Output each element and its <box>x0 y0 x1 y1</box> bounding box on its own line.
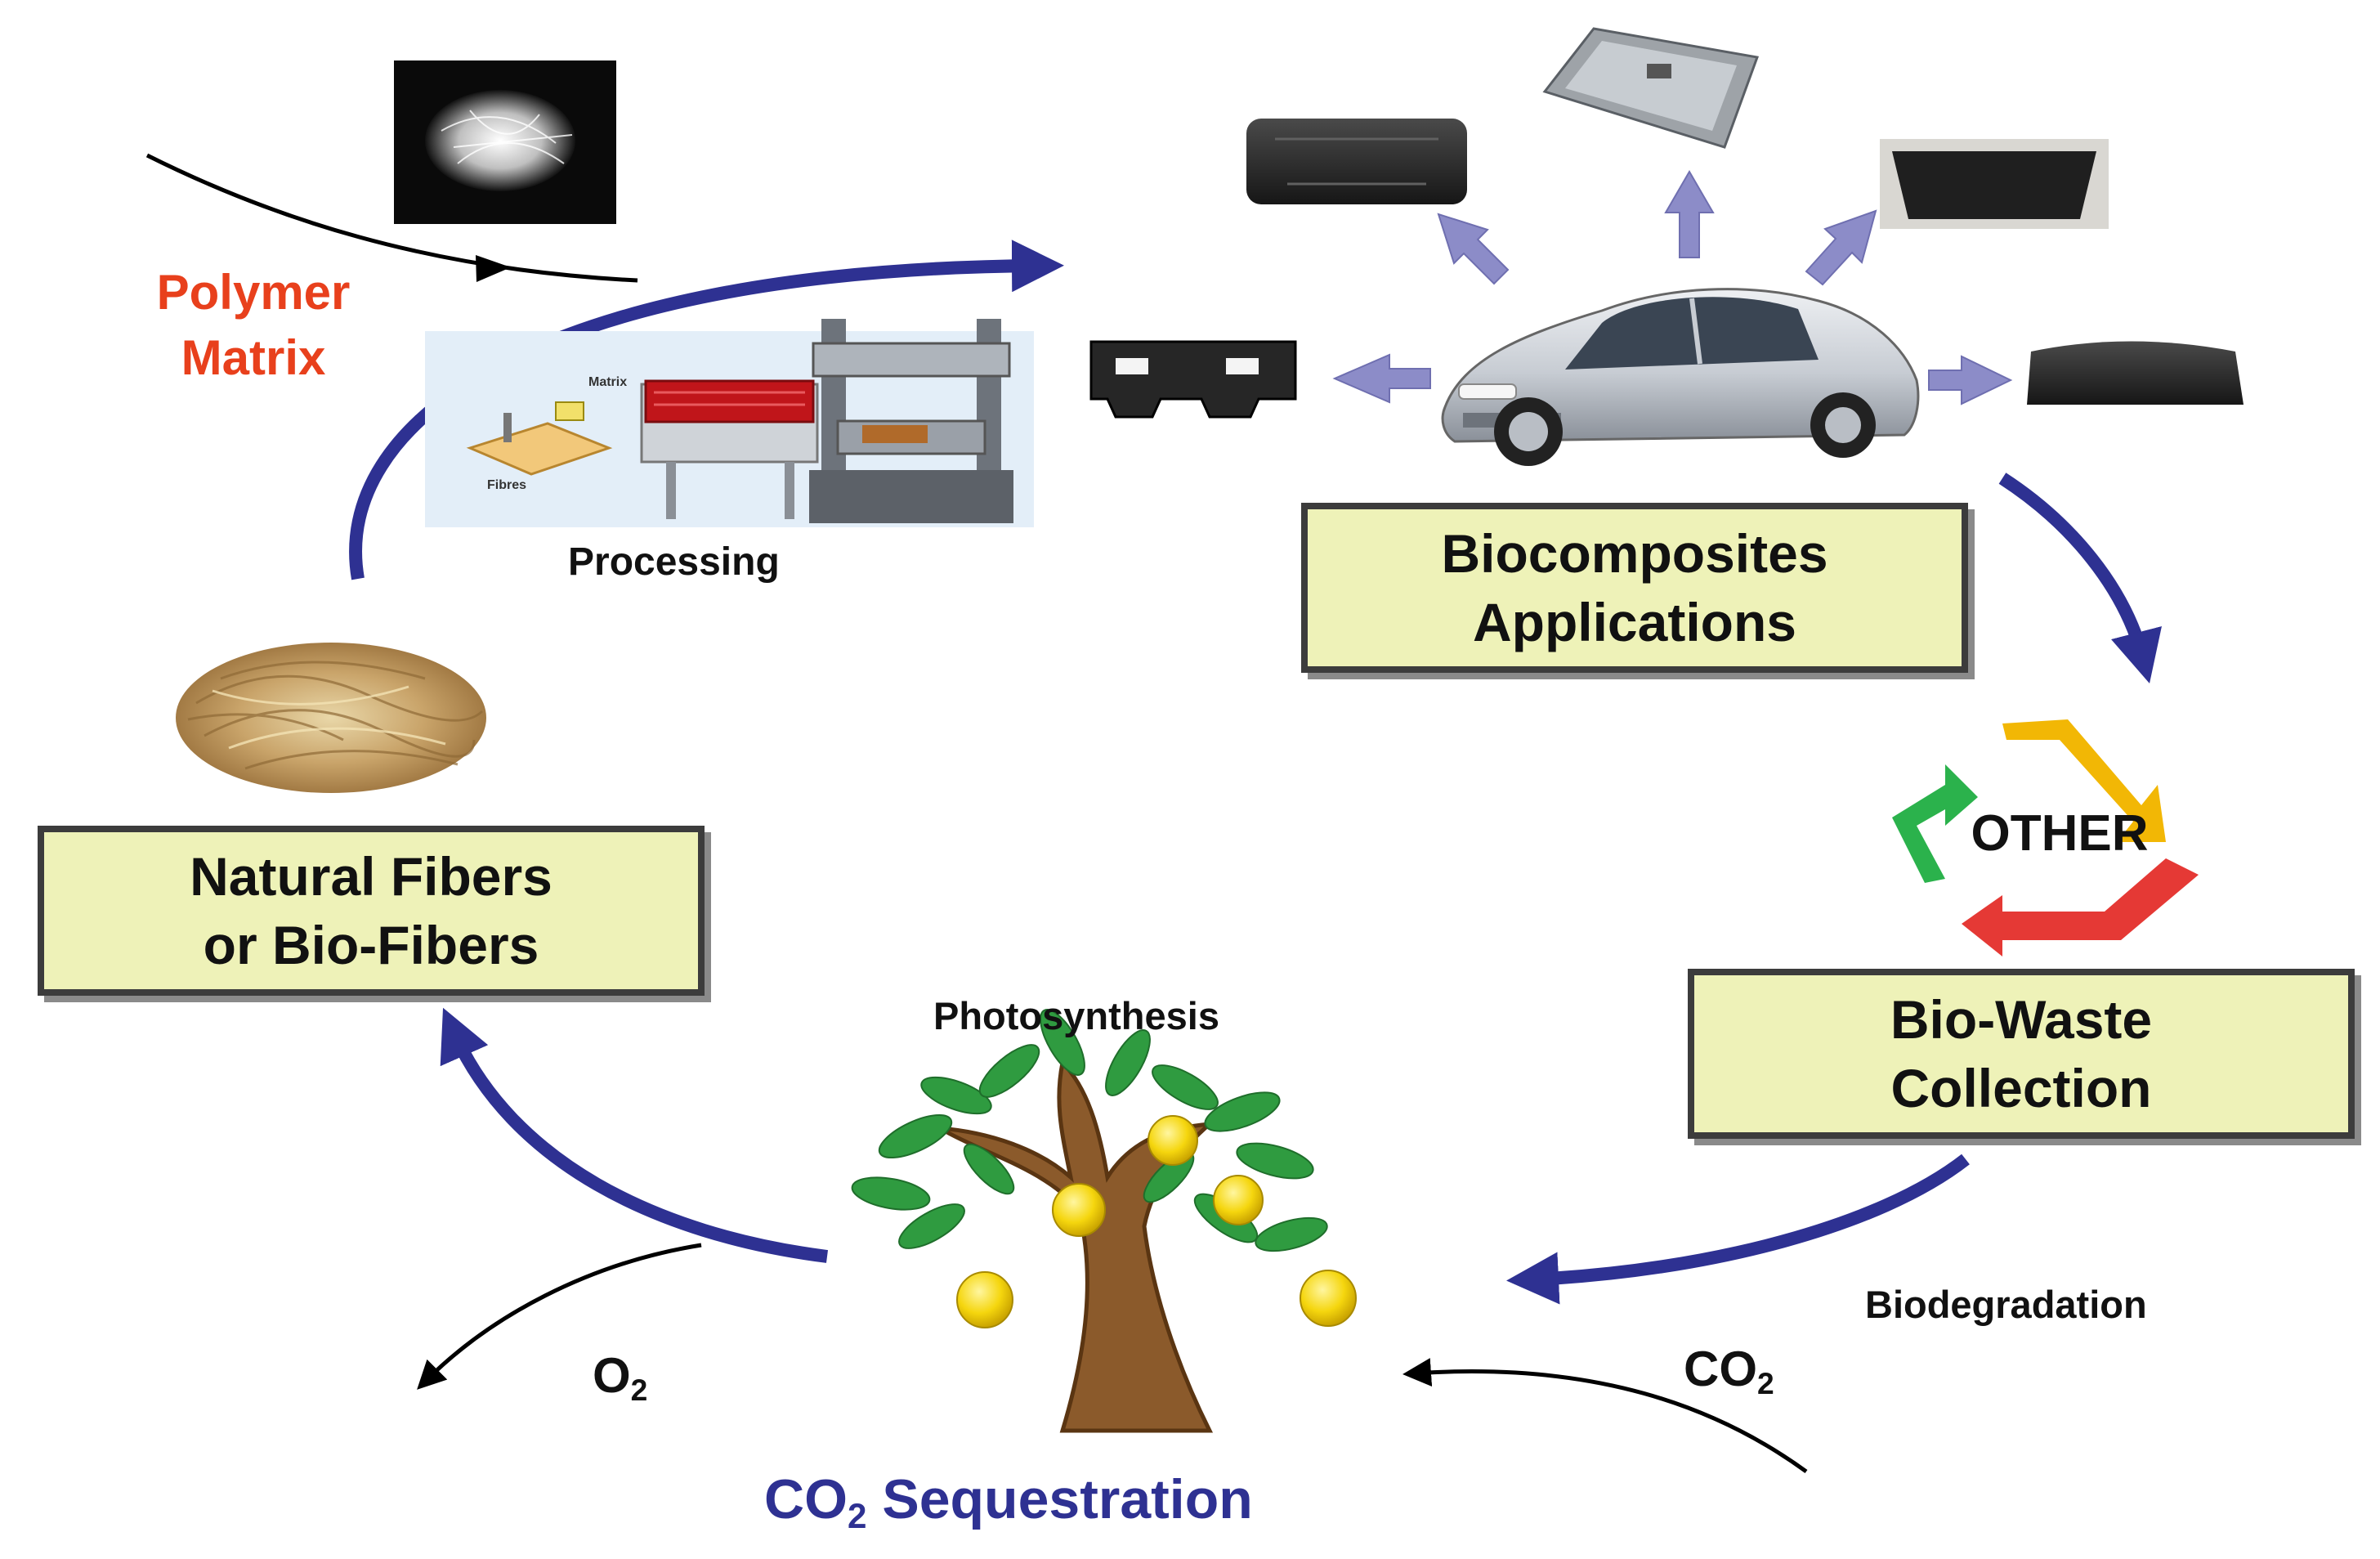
car-part-photo <box>1089 27 2244 419</box>
o2-label: O2 <box>593 1347 648 1408</box>
biocomposites-line2: Applications <box>1472 592 1797 652</box>
polymer-matrix-line2: Matrix <box>181 330 326 385</box>
polymer-input-arrow <box>145 153 638 283</box>
photosynthesis-label: Photosynthesis <box>933 994 1219 1037</box>
o2-release-arrow <box>417 1243 702 1390</box>
sequestration-co: CO <box>764 1468 848 1530</box>
co2-subscript: 2 <box>1757 1366 1774 1401</box>
biocomposites-applications-box: Biocomposites Applications <box>1301 503 1968 673</box>
recycle-other-icon: OTHER <box>1892 719 2199 956</box>
fruit-tree-illustration <box>851 1009 1357 1433</box>
arrow-waste-to-tree <box>1506 1154 1970 1305</box>
biocomposites-line1: Biocomposites <box>1441 523 1828 584</box>
o2-subscript: 2 <box>630 1373 648 1408</box>
part-arrows <box>1332 170 2013 405</box>
sequestration-text: Sequestration <box>866 1468 1253 1530</box>
co2-intake-arrow <box>1402 1358 1808 1474</box>
biodegradation-label: Biodegradation <box>1865 1283 2147 1326</box>
bio-waste-line2: Collection <box>1890 1058 2152 1118</box>
co2-label: CO2 <box>1684 1341 1774 1401</box>
natural-fibers-box: Natural Fibers or Bio-Fibers <box>38 826 705 996</box>
recycle-code-label: OTHER <box>1971 805 2149 862</box>
bio-waste-collection-box: Bio-Waste Collection <box>1688 969 2355 1139</box>
polymer-fiber-photo <box>394 60 616 224</box>
natural-fibers-line2: or Bio-Fibers <box>203 915 539 975</box>
arrow-applications-to-waste <box>1998 473 2162 683</box>
polymer-matrix-label: Polymer Matrix <box>98 260 409 391</box>
co2-main: CO <box>1684 1342 1757 1396</box>
natural-fiber-bundle-photo <box>176 643 486 793</box>
processing-label: Processing <box>568 540 780 584</box>
bio-waste-line1: Bio-Waste <box>1890 989 2153 1050</box>
natural-fibers-line1: Natural Fibers <box>190 846 552 907</box>
compression-press-illustration: Matrix Fibres <box>425 319 1034 527</box>
sequestration-subscript: 2 <box>848 1496 867 1535</box>
press-matrix-label: Matrix <box>588 375 627 389</box>
polymer-arrowhead <box>476 255 511 282</box>
co2-sequestration-label: CO2 Sequestration <box>764 1467 1253 1535</box>
polymer-matrix-line1: Polymer <box>156 265 351 320</box>
arrow-tree-to-fibers <box>440 1007 829 1263</box>
o2-main: O <box>593 1348 631 1403</box>
press-fibres-label: Fibres <box>487 478 526 492</box>
car-photo <box>1441 288 1920 466</box>
